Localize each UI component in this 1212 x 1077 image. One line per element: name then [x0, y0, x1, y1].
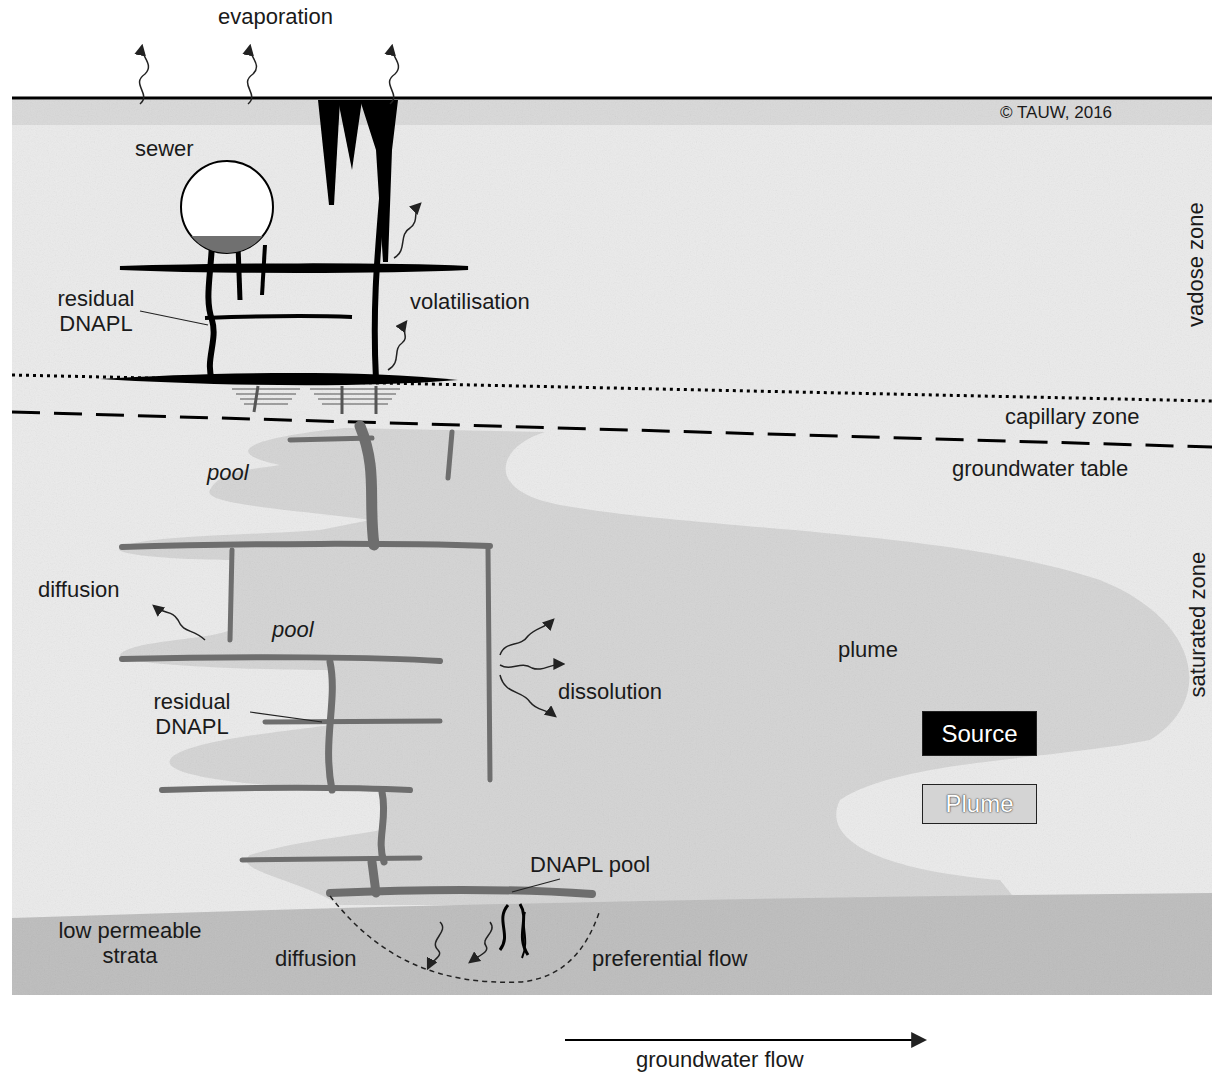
- dissolution-arrow: [500, 675, 555, 716]
- hatch-mark: [254, 386, 258, 412]
- leader-line: [140, 311, 208, 325]
- dnapl-pool: [330, 890, 592, 894]
- annotation-label: groundwater table: [952, 456, 1128, 481]
- sewer-label: sewer: [135, 136, 194, 161]
- dnapl-lens: [265, 721, 440, 722]
- annotation-label: dissolution: [558, 679, 662, 704]
- groundwater-flow-arrow: [565, 1039, 924, 1041]
- diffusion-front: [330, 896, 600, 982]
- sewer-pipe-circle: [181, 161, 273, 253]
- evaporation-arrow: [248, 46, 257, 104]
- leader-line: [250, 712, 322, 722]
- capillary-hatch: [232, 386, 400, 414]
- process-arrows: [140, 46, 563, 968]
- dnapl-column: [329, 662, 333, 790]
- ground: [12, 97, 1212, 995]
- annotation-label: plume: [838, 637, 898, 662]
- volatilisation-arrow: [394, 204, 420, 258]
- hatch-line: [232, 388, 300, 389]
- dnapl-drip: [318, 100, 340, 205]
- hatch-line: [236, 393, 296, 394]
- annotation-label: DNAPL pool: [530, 852, 650, 877]
- evaporation-arrow: [140, 46, 149, 104]
- hatch-line: [322, 403, 388, 404]
- dnapl-column: [488, 548, 490, 780]
- diffusion-arrow: [154, 606, 205, 640]
- dnapl-lens: [205, 316, 352, 318]
- dnapl-lens: [122, 657, 440, 661]
- annotation-label: capillary zone: [1005, 404, 1140, 429]
- diffusion-arrow: [470, 922, 492, 962]
- dissolution-arrow: [500, 664, 563, 669]
- hatch-line: [310, 388, 400, 389]
- legend-text: Source: [941, 720, 1017, 748]
- zone-label: vadose zone: [1182, 203, 1207, 328]
- dnapl-lens: [162, 788, 410, 790]
- dnapl-column: [360, 426, 374, 545]
- sewer-liquid: [191, 236, 262, 253]
- preferential-flow-crack: [522, 912, 525, 958]
- preferential-flow-crack: [500, 905, 508, 950]
- evaporation-arrow: [390, 46, 399, 104]
- legend-swatch: Plume: [922, 784, 1037, 824]
- hatch-line: [240, 398, 292, 399]
- dissolution-arrow: [500, 620, 553, 655]
- vadose-boundary-dotted: [12, 375, 1212, 401]
- legend-swatch: Source: [922, 711, 1037, 756]
- dnapl-lens: [448, 432, 452, 478]
- dnapl-lens: [120, 265, 468, 271]
- annotation-label: diffusion: [38, 577, 120, 602]
- leader-line: [512, 879, 560, 892]
- legend-text: Plume: [945, 790, 1013, 818]
- annotation-label: pool: [272, 617, 314, 642]
- annotation-label: low permeable strata: [30, 918, 230, 969]
- volatilisation-arrow: [388, 322, 406, 370]
- annotation-label: residual DNAPL: [136, 689, 248, 740]
- hatch-mark: [375, 386, 378, 414]
- dnapl-drip: [338, 100, 362, 170]
- hatch-line: [244, 403, 288, 404]
- ground-surface: [12, 97, 1212, 100]
- dnapl-lens: [290, 438, 372, 440]
- dnapl-column: [230, 550, 232, 640]
- annotation-label: preferential flow: [592, 946, 747, 971]
- soil-texture: [12, 97, 1212, 995]
- annotation-label: evaporation: [218, 4, 333, 29]
- annotation-label: volatilisation: [410, 289, 530, 314]
- annotation-label: © TAUW, 2016: [1000, 103, 1112, 123]
- zone-label: saturated zone: [1185, 552, 1210, 698]
- saturated-dnapl: [122, 426, 592, 894]
- hatch-mark: [341, 386, 344, 414]
- hatch-line: [318, 398, 392, 399]
- dnapl-lens: [242, 858, 420, 860]
- diffusion-arrow: [428, 922, 443, 968]
- hatch-line: [314, 393, 396, 394]
- annotation-label: residual DNAPL: [40, 286, 152, 337]
- sewer-pipe: sewer: [133, 136, 323, 261]
- dnapl-lens: [122, 544, 490, 547]
- annotation-label: pool: [207, 460, 249, 485]
- annotation-label: diffusion: [275, 946, 357, 971]
- dnapl-column: [381, 792, 384, 862]
- annotation-label: groundwater flow: [636, 1047, 804, 1072]
